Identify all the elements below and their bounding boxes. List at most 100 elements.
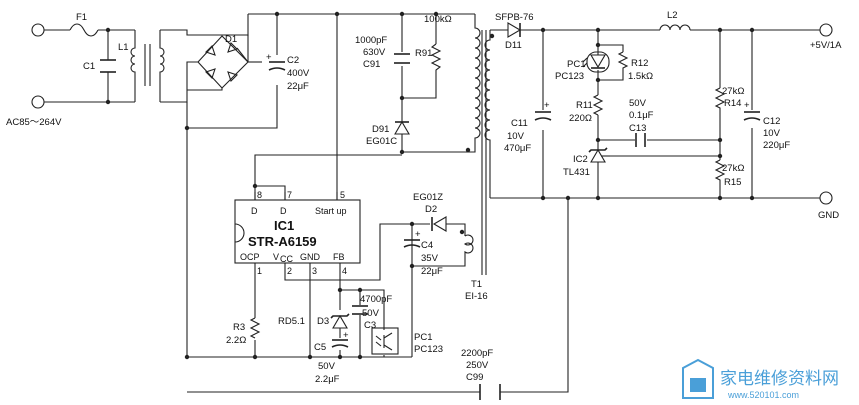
c91-voltage: 630V (363, 47, 386, 58)
ac-terminal-bottom (31, 95, 45, 109)
c1-label: C1 (83, 61, 95, 72)
ic1-label-d1: D (251, 206, 258, 216)
c12-voltage: 10V (763, 128, 781, 139)
inductor-l2 (659, 24, 691, 31)
svg-text:+: + (744, 100, 750, 111)
r14-value: 27kΩ (722, 86, 744, 97)
c99-voltage: 250V (466, 360, 489, 371)
c99-capacitance: 2200pF (461, 348, 493, 359)
d91-type: EG01C (366, 136, 397, 147)
c5-name: C5 (314, 342, 326, 353)
transformer-t1 (459, 14, 495, 275)
wiring (44, 13, 820, 393)
ic1-label-fb: FB (333, 252, 345, 262)
c2-capacitance: 22μF (287, 81, 309, 92)
c11-voltage: 10V (507, 131, 525, 142)
l2-label: L2 (667, 10, 678, 21)
c11-name: C11 (511, 118, 528, 129)
resistor-r91 (430, 43, 442, 78)
resistor-r14 (714, 87, 726, 110)
diode-d91 (394, 120, 410, 135)
svg-text:+: + (415, 229, 421, 240)
ic1-pin-3: 3 (312, 266, 317, 276)
c13-capacitance: 0.1μF (629, 110, 654, 121)
ic1-pin-7: 7 (287, 190, 292, 200)
c2-name: C2 (287, 55, 299, 66)
c13-voltage: 50V (629, 98, 647, 109)
c2-voltage: 400V (287, 68, 310, 79)
capacitor-c13 (635, 133, 646, 147)
vout-terminal (819, 23, 833, 37)
bridge-rectifier (197, 35, 249, 89)
c13-name: C13 (629, 123, 646, 134)
capacitor-c4: + (403, 229, 421, 248)
shunt-regulator-ic2 (588, 147, 610, 163)
ic1-pin-5: 5 (340, 190, 345, 200)
ac-input-voltage: AC85～264V (6, 117, 62, 128)
r12-name: R12 (631, 58, 648, 69)
diode-d11 (507, 22, 522, 38)
c3-name: C3 (364, 320, 376, 331)
svg-text:+: + (343, 330, 349, 341)
vout-label: +5V/1A (810, 40, 842, 51)
ic1-pin-8: 8 (257, 190, 262, 200)
watermark-url: www.520101.com (727, 390, 799, 400)
d91-name: D91 (372, 124, 389, 135)
ic1-label-vcc-sub: CC (280, 254, 293, 264)
pc1-type: PC123 (555, 71, 584, 82)
r14-name: R14 (724, 98, 741, 109)
capacitor-c3 (352, 305, 368, 315)
diode-d2 (431, 216, 447, 232)
d11-name: D11 (505, 40, 522, 51)
r15-name: R15 (724, 177, 741, 188)
c4-voltage: 35V (421, 253, 439, 264)
d2-name: D2 (425, 204, 437, 215)
bridge-label: D1 (225, 34, 237, 45)
d2-type: EG01Z (413, 192, 443, 203)
r3-value: 2.2Ω (226, 335, 246, 346)
svg-text:+: + (544, 100, 550, 111)
junction-dots (105, 11, 755, 360)
pc1b-type: PC123 (414, 344, 443, 355)
optocoupler-pc1-led (582, 51, 610, 73)
gnd-label: GND (818, 210, 839, 221)
capacitor-c12: + (743, 100, 761, 121)
d11-type: SFPB-76 (495, 12, 534, 23)
c11-capacitance: 470μF (504, 143, 531, 154)
ic1-label-ocp: OCP (240, 252, 260, 262)
r11-name: R11 (576, 100, 593, 111)
capacitor-c91 (394, 53, 410, 64)
capacitor-c1 (100, 59, 116, 73)
ic1-part: STR-A6159 (248, 234, 317, 249)
r12-value: 1.5kΩ (628, 71, 653, 82)
watermark-title: 家电维修资料网 (720, 369, 839, 388)
r91-label: R91 (415, 48, 432, 59)
ic1-label-vcc: V (273, 252, 279, 262)
ic1-package (234, 192, 361, 264)
c3-capacitance: 4700pF (360, 294, 392, 305)
c12-name: C12 (763, 116, 780, 127)
capacitor-c11: + (534, 100, 552, 121)
optocoupler-pc1-transistor (371, 327, 399, 355)
c3-voltage: 50V (362, 308, 380, 319)
r11-value: 220Ω (569, 113, 592, 124)
l1-label: L1 (118, 42, 129, 53)
d3-name: D3 (317, 316, 329, 327)
ic1-pin-4: 4 (342, 266, 347, 276)
ic1-name: IC1 (274, 218, 294, 233)
capacitor-c5: + (331, 330, 349, 348)
ic1-pin-2: 2 (287, 266, 292, 276)
c4-capacitance: 22μF (421, 266, 443, 277)
ic1-label-gnd: GND (300, 252, 321, 262)
c4-name: C4 (421, 240, 433, 251)
fuse-label: F1 (76, 12, 87, 23)
ic1-label-startup: Start up (315, 206, 347, 216)
zener-d3 (330, 313, 350, 329)
capacitor-c2: + (266, 52, 286, 71)
pc1-name: PC1 (567, 59, 585, 70)
fuse-symbol (69, 23, 99, 37)
r91-value: 100kΩ (424, 14, 452, 25)
ac-terminal-top (31, 23, 45, 37)
r3-name: R3 (233, 322, 245, 333)
